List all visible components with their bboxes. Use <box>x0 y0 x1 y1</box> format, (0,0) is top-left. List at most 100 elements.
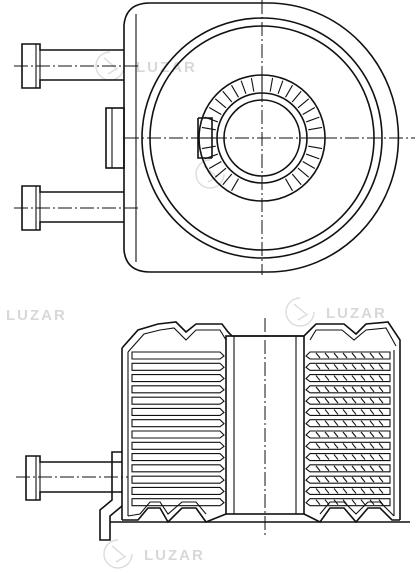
turbulator-fin <box>369 397 375 404</box>
gasket-spoke <box>302 161 316 169</box>
turbulator-fin <box>315 465 321 472</box>
turbulator-fin <box>342 352 348 359</box>
turbulator-fin <box>342 442 348 449</box>
cooler-plate-left <box>131 464 225 473</box>
turbulator-fin <box>315 488 321 494</box>
gasket-spoke <box>308 126 323 131</box>
gasket-spoke <box>222 173 233 186</box>
turbulator-fin <box>378 442 384 449</box>
turbulator-fin <box>324 476 330 483</box>
turbulator-fin <box>378 454 384 460</box>
gasket-spoke <box>291 90 302 103</box>
turbulator-fin <box>333 409 339 415</box>
turbulator-fin <box>342 454 348 460</box>
turbulator-fin <box>324 375 330 381</box>
turbulator-fin <box>378 420 384 427</box>
section-view <box>16 318 410 541</box>
turbulator-fin <box>342 476 348 483</box>
turbulator-fin <box>351 409 357 415</box>
turbulator-fin <box>369 420 375 427</box>
turbulator-fin <box>369 465 375 472</box>
turbulator-fin <box>333 352 339 359</box>
turbulator-fin <box>369 442 375 449</box>
turbulator-fin <box>342 386 348 393</box>
plate-stack <box>131 351 391 507</box>
retaining-clip <box>197 117 213 159</box>
cooler-plate-left <box>131 385 225 394</box>
watermark-text: LUZAR <box>144 547 205 564</box>
turbulator-fin <box>315 409 321 415</box>
turbulator-fin <box>351 386 357 393</box>
turbulator-fin <box>315 363 321 370</box>
turbulator-fin <box>342 431 348 438</box>
cooler-plate-right <box>305 453 391 462</box>
gasket-spoke <box>231 84 239 98</box>
cooler-plate-right <box>305 362 391 371</box>
gasket-spoke <box>285 178 293 192</box>
gasket-spoke <box>222 90 233 103</box>
cooler-plate-right <box>305 441 391 450</box>
cooler-plate-right <box>305 374 391 383</box>
cooler-plate-left <box>131 453 225 462</box>
inlet-pipe-side <box>25 455 122 501</box>
turbulator-fin <box>351 397 357 404</box>
gasket-spoke <box>291 173 302 186</box>
gasket-spoke <box>250 77 255 92</box>
gasket-spoke <box>231 178 239 192</box>
turbulator-fin <box>324 442 330 449</box>
turbulator-fin <box>378 431 384 438</box>
turbulator-fin <box>351 431 357 438</box>
gasket-spoke <box>305 116 320 123</box>
turbulator-fin <box>333 488 339 494</box>
turbulator-fin <box>333 431 339 438</box>
turbulator-fin <box>360 352 366 359</box>
turbulator-fin <box>324 420 330 427</box>
turbulator-fin <box>360 442 366 449</box>
turbulator-fin <box>378 386 384 393</box>
turbulator-fin <box>351 375 357 381</box>
turbulator-fin <box>369 375 375 381</box>
cooler-plate-left <box>131 486 225 495</box>
turbulator-fin <box>315 442 321 449</box>
turbulator-fin <box>333 454 339 460</box>
mounting-bracket <box>99 451 123 541</box>
cooler-plate-right <box>305 385 391 394</box>
turbulator-fin <box>378 465 384 472</box>
turbulator-fin <box>369 431 375 438</box>
turbulator-fin <box>351 488 357 494</box>
cooler-plate-right <box>305 498 391 507</box>
cooler-plate-left <box>131 362 225 371</box>
gasket-spoke <box>305 153 320 160</box>
turbulator-fin <box>342 397 348 404</box>
watermark-group: LUZAR LUZAR LUZAR LUZAR <box>6 51 385 569</box>
turbulator-fin <box>369 363 375 370</box>
turbulator-fin <box>360 363 366 370</box>
luzar-logo-icon <box>103 539 133 569</box>
cooler-plate-left <box>131 441 225 450</box>
cooler-plate-right <box>305 407 391 416</box>
cooler-plate-right <box>305 486 391 495</box>
turbulator-fin <box>378 488 384 494</box>
gasket-spoke <box>269 77 274 92</box>
cooler-plate-left <box>131 374 225 383</box>
gasket-spoke <box>201 126 216 131</box>
top-cap <box>121 321 401 349</box>
cooler-plate-left <box>131 407 225 416</box>
turbulator-fin <box>369 454 375 460</box>
gasket-spoke <box>302 107 316 115</box>
gasket-spoke <box>285 84 293 98</box>
turbulator-fin <box>360 386 366 393</box>
turbulator-fin <box>351 499 357 506</box>
turbulator-fin <box>315 352 321 359</box>
turbulator-fin <box>333 442 339 449</box>
cooler-plate-right <box>305 396 391 405</box>
turbulator-fin <box>360 476 366 483</box>
turbulator-fin <box>351 363 357 370</box>
gasket-spoke <box>208 107 222 115</box>
gasket-spoke <box>214 167 227 178</box>
gasket-spoke <box>240 80 247 95</box>
turbulator-fin <box>351 442 357 449</box>
turbulator-fin <box>369 488 375 494</box>
cooler-plate-left <box>131 430 225 439</box>
